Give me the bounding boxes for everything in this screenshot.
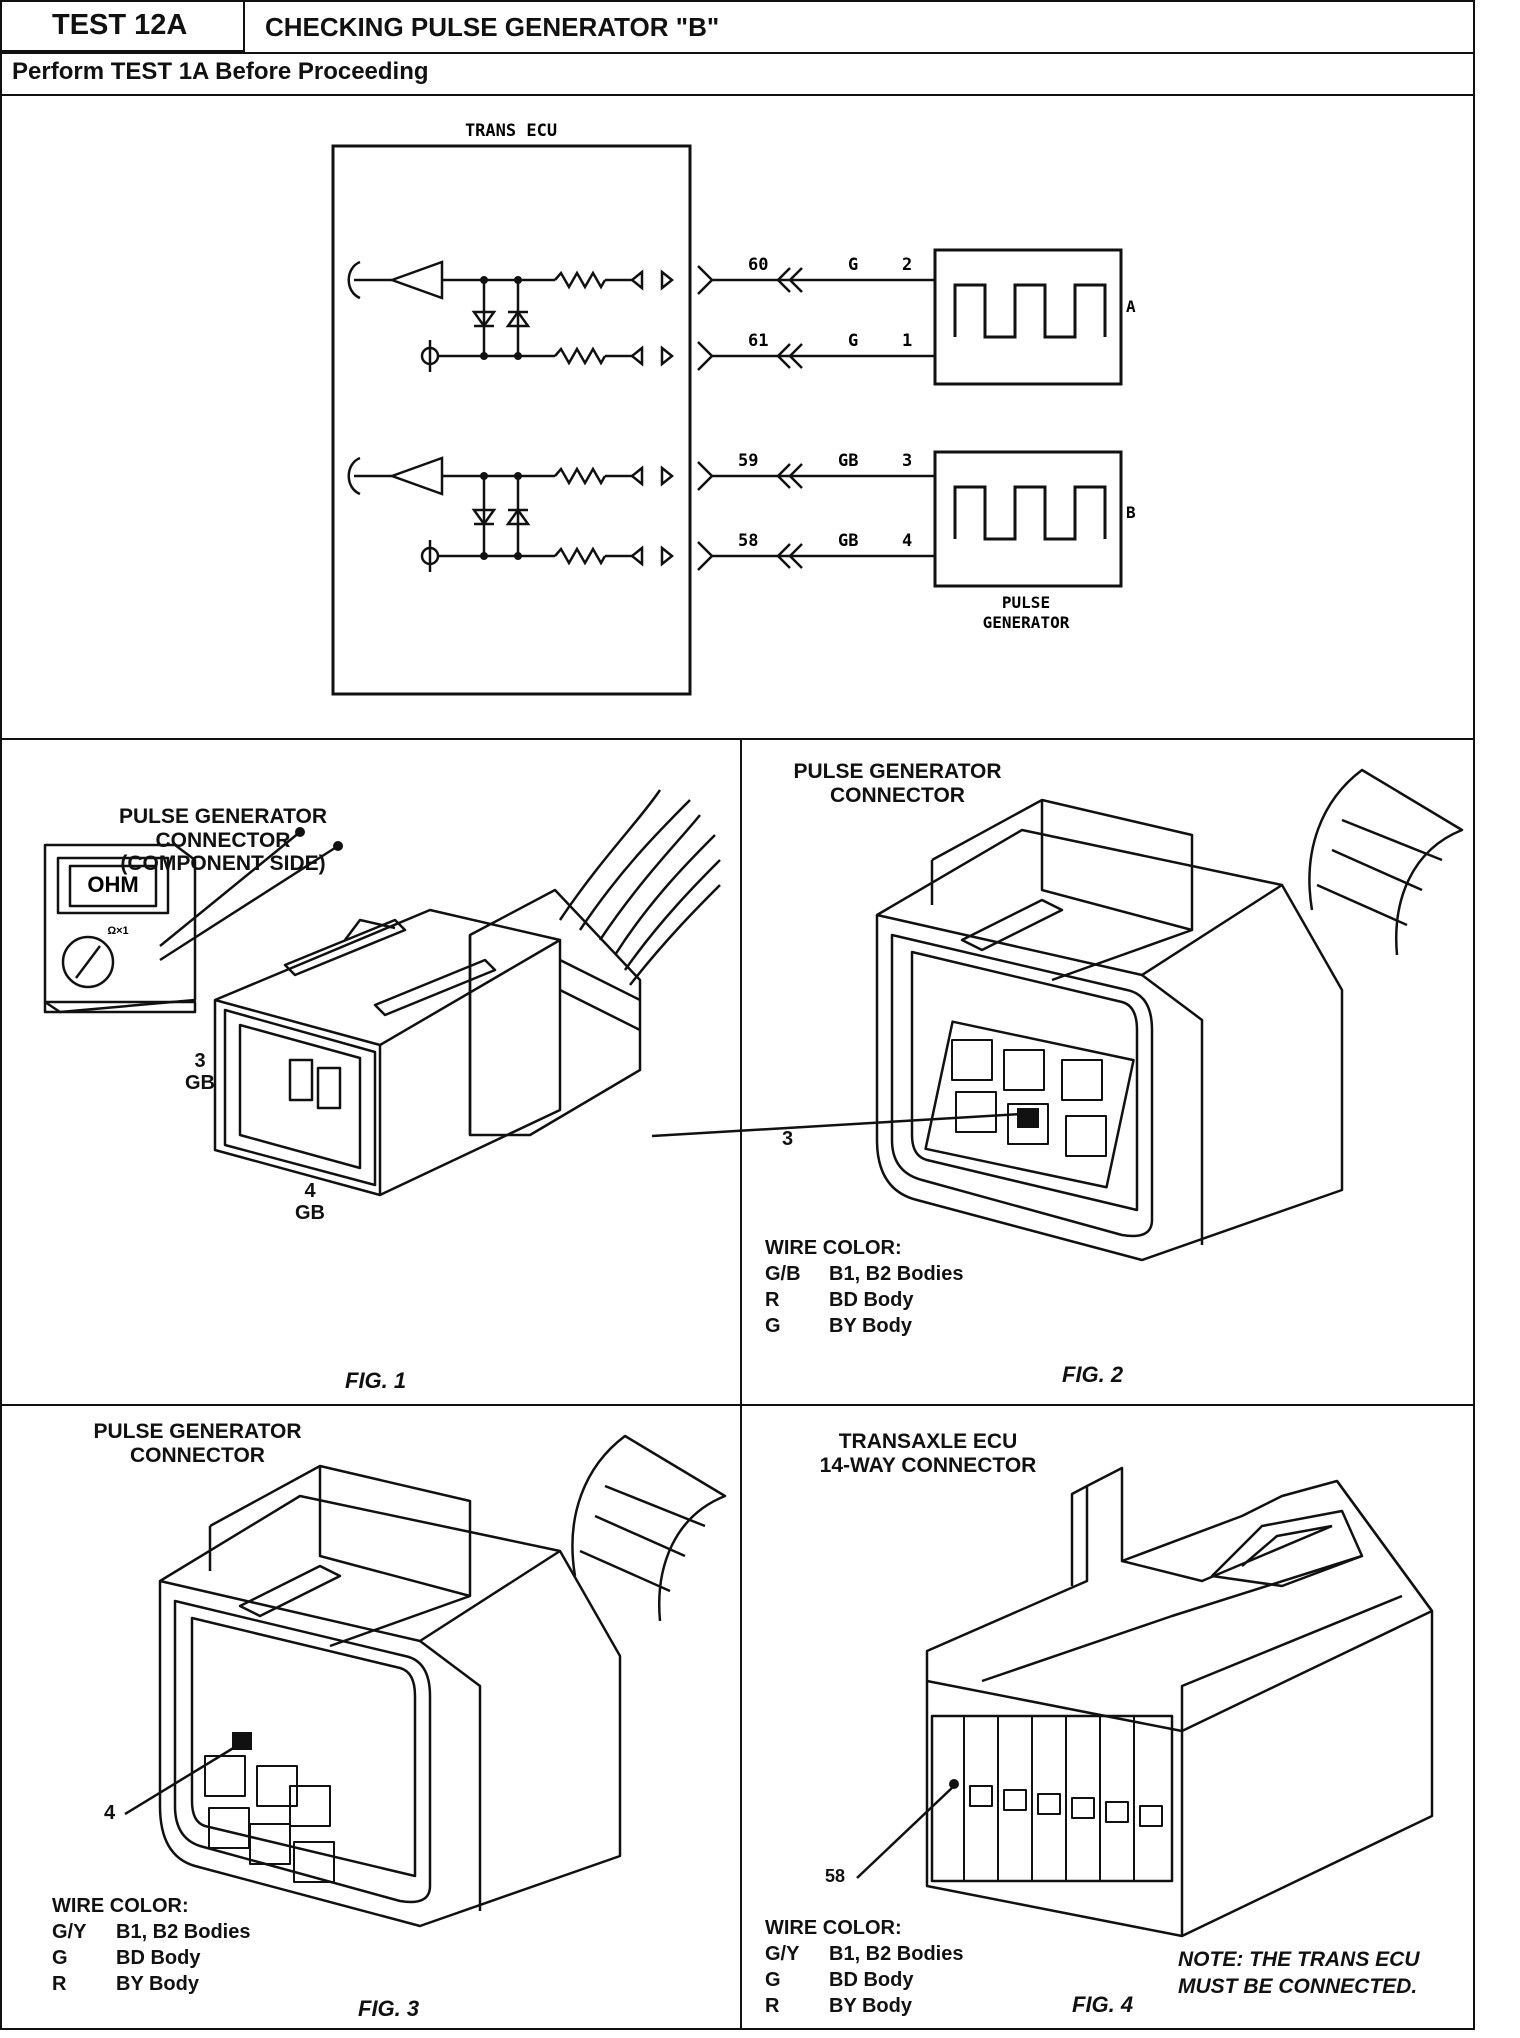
fig4-caption: FIG. 4 — [1072, 1992, 1134, 2017]
figure-column-divider — [740, 738, 742, 2030]
wire-color-g-2: G — [848, 331, 858, 351]
pin-58: 58 — [738, 531, 758, 551]
prerequisite-note: Perform TEST 1A Before Proceeding — [12, 58, 429, 85]
fig2-drawing — [651, 768, 1464, 1262]
header-divider — [0, 52, 1475, 54]
sensor-b-label: B — [1126, 503, 1136, 522]
fig3-label: PULSE GENERATOR CONNECTOR — [93, 1420, 302, 1467]
connector-pin-2: 2 — [902, 255, 912, 275]
fig3-callout: 4 — [104, 1802, 116, 1824]
test-id: TEST 12A — [0, 0, 245, 52]
fig3-drawing — [124, 1434, 727, 1928]
test-title: CHECKING PULSE GENERATOR "B" — [265, 12, 720, 42]
fig3-caption: FIG. 3 — [358, 1996, 420, 2021]
fig2-label: PULSE GENERATOR CONNECTOR — [793, 760, 1002, 807]
fig4-note: NOTE: THE TRANS ECU MUST BE CONNECTED. — [1178, 1948, 1420, 1998]
ohm-meter-range: Ω×1 — [107, 925, 128, 937]
fig2-caption: FIG. 2 — [1062, 1362, 1124, 1387]
connector-pin-1: 1 — [902, 331, 912, 351]
fig4-drawing — [856, 1466, 1434, 1938]
fig4-callout: 58 — [825, 1866, 846, 1886]
pin-59: 59 — [738, 451, 758, 471]
wire-color-gb-2: GB — [838, 531, 858, 551]
fig4-label: TRANSAXLE ECU 14-WAY CONNECTOR — [819, 1430, 1037, 1477]
generator-label-1: PULSE — [1002, 593, 1050, 612]
connector-pin-4: 4 — [902, 531, 912, 551]
sensor-a-box — [933, 248, 1123, 386]
ohm-meter-display: OHM — [87, 872, 138, 897]
fig1-caption: FIG. 1 — [345, 1368, 407, 1393]
pin-60: 60 — [748, 255, 768, 275]
schematic-divider — [0, 738, 1475, 740]
generator-label-2: GENERATOR — [983, 613, 1070, 632]
sensor-a-label: A — [1126, 297, 1136, 316]
fig1-drawing: OHM Ω×1 — [43, 789, 721, 1197]
figure-row-divider — [0, 1404, 1475, 1406]
trans-ecu-box — [331, 144, 692, 696]
pin-61: 61 — [748, 331, 768, 351]
wire-color-g-1: G — [848, 255, 858, 275]
connector-pin-3: 3 — [902, 451, 912, 471]
ecu-label: TRANS ECU — [465, 121, 557, 141]
page-frame — [0, 0, 1475, 2030]
subheader-divider — [0, 94, 1475, 96]
wiring-schematic: TRANS ECU 60 61 59 58 G G GB GB 2 1 3 4 … — [331, 121, 1136, 696]
fig1-label: PULSE GENERATOR CONNECTOR (COMPONENT SID… — [118, 805, 328, 876]
wire-color-gb-1: GB — [838, 451, 858, 471]
fig2-callout: 3 — [782, 1128, 794, 1150]
sensor-b-box — [933, 450, 1123, 588]
